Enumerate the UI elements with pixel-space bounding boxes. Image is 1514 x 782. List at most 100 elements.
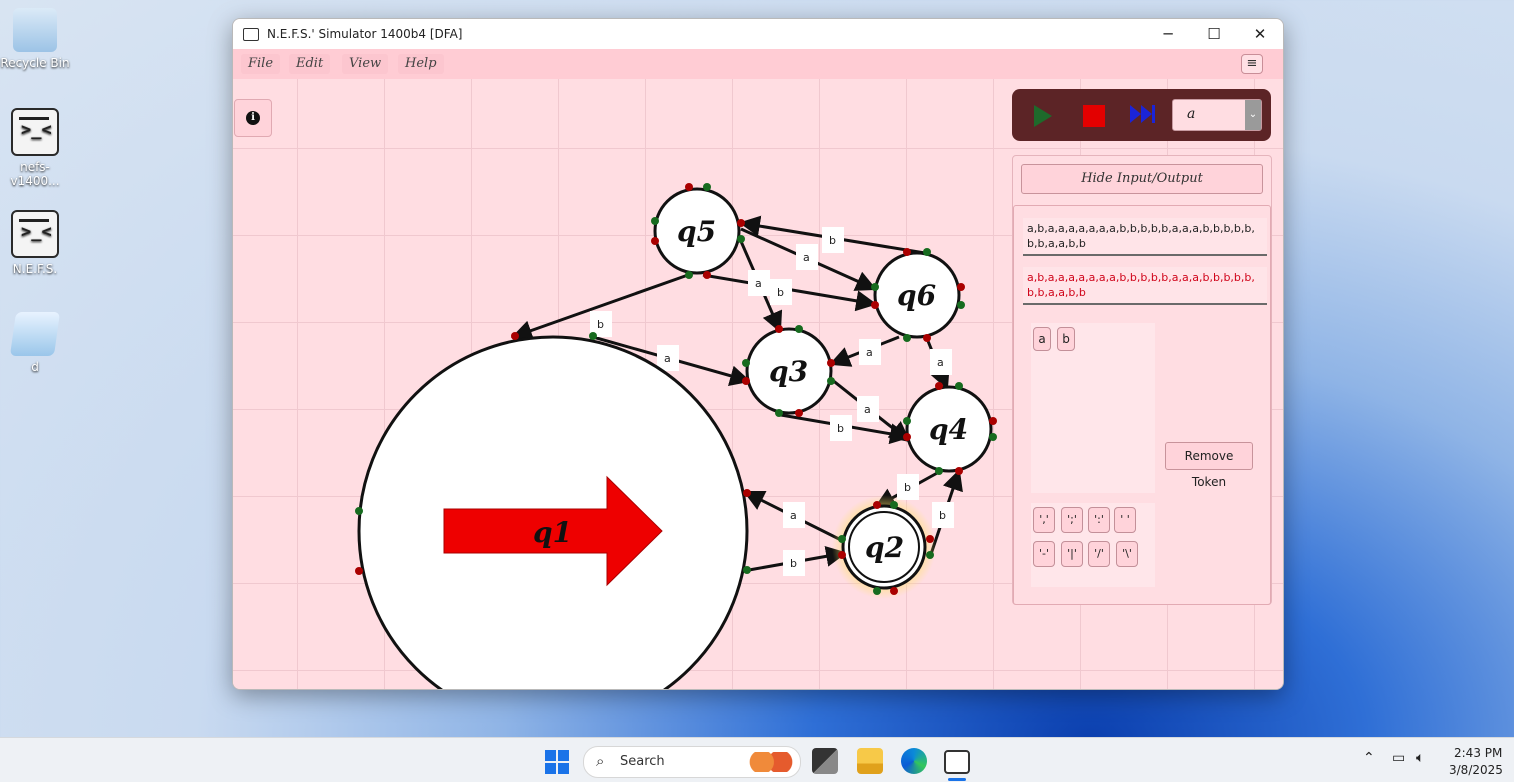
notepad-icon <box>9 312 61 356</box>
network-icon[interactable]: ▭ <box>1392 750 1406 766</box>
window-title: N.E.F.S.' Simulator 1400b4 [DFA] <box>267 27 463 41</box>
desktop-icon-label: Recycle Bin <box>0 56 70 70</box>
symbol-button[interactable]: ',' <box>1033 507 1055 533</box>
symbol-button[interactable]: ':' <box>1088 507 1110 533</box>
terminal-icon: >_< <box>11 108 59 156</box>
fast-forward-icon[interactable] <box>1130 105 1155 127</box>
nefs-app-icon[interactable] <box>944 750 970 774</box>
chevron-down-icon: ⌄ <box>1245 100 1261 130</box>
state-q2[interactable]: q2 <box>841 504 927 590</box>
clock-date[interactable]: 3/8/2025 <box>1449 763 1503 777</box>
symbol-button[interactable]: '-' <box>1033 541 1055 567</box>
desktop-icon-label: N.E.F.S. <box>12 262 58 276</box>
close-button[interactable]: ✕ <box>1253 25 1267 43</box>
token-chip[interactable]: a <box>1033 327 1051 351</box>
desktop-icon-label: d <box>31 360 39 374</box>
simulation-controls: a ⌄ <box>1012 89 1271 141</box>
desktop-icon-label: nefs-v1400... <box>10 160 60 188</box>
state-label: q3 <box>769 355 808 388</box>
state-q1[interactable]: q1 <box>357 335 749 689</box>
edge-label: a <box>790 509 797 522</box>
edge-label: a <box>937 356 944 369</box>
search-box[interactable]: ⌕ Search <box>583 746 801 778</box>
fast-forward-bar <box>1152 105 1155 123</box>
search-icon: ⌕ <box>596 752 605 770</box>
speaker-icon[interactable]: 🔈︎ <box>1416 750 1425 766</box>
info-icon: i <box>246 111 260 125</box>
active-app-indicator <box>948 778 966 781</box>
hamburger-menu-icon[interactable]: ≡ <box>1241 54 1263 74</box>
edge-browser-icon[interactable] <box>901 748 927 774</box>
symbol-button[interactable]: ';' <box>1061 507 1083 533</box>
state-label: q5 <box>677 215 716 248</box>
state-q3[interactable]: q3 <box>745 327 833 415</box>
state-q6[interactable]: q6 <box>873 251 961 339</box>
desktop-icon-notepad-file[interactable]: d <box>0 312 70 374</box>
state-label: q4 <box>929 413 968 446</box>
terminal-icon: >_< <box>11 210 59 258</box>
io-content: a,b,a,a,a,a,a,a,a,b,b,b,b,b,a,a,a,b,b,b,… <box>1013 205 1271 605</box>
simulator-window: N.E.F.S.' Simulator 1400b4 [DFA] ─ ☐ ✕ F… <box>232 18 1284 690</box>
symbol-button[interactable]: '|' <box>1061 541 1083 567</box>
automaton-diagram: b a a b b a a a a b b b a b q1 <box>355 183 997 689</box>
menu-view[interactable]: View <box>342 54 389 74</box>
output-tape: a,b,a,a,a,a,a,a,a,b,b,b,b,b,a,a,a,b,b,b,… <box>1023 267 1267 305</box>
edge-label: b <box>829 234 836 247</box>
edge-label: a <box>755 277 762 290</box>
token-list: a b <box>1031 323 1155 493</box>
edge-label: b <box>837 422 844 435</box>
start-button[interactable] <box>545 750 569 774</box>
state-label: q1 <box>533 516 572 549</box>
tray-chevron-icon[interactable]: ⌃ <box>1363 750 1375 766</box>
symbol-select-value: a <box>1187 106 1196 122</box>
minimize-button[interactable]: ─ <box>1163 25 1173 43</box>
search-placeholder: Search <box>620 754 665 769</box>
edge-label: b <box>904 481 911 494</box>
edge-label: b <box>790 557 797 570</box>
state-q5[interactable]: q5 <box>653 187 741 275</box>
edge-label: a <box>664 352 671 365</box>
desktop-icon-nefs[interactable]: >_< N.E.F.S. <box>0 210 70 276</box>
token-chip[interactable]: b <box>1057 327 1075 351</box>
hide-io-button[interactable]: Hide Input/Output <box>1021 164 1263 194</box>
recycle-bin-icon <box>13 8 57 52</box>
edge-label: b <box>597 318 604 331</box>
menu-edit[interactable]: Edit <box>289 54 331 74</box>
symbol-button[interactable]: ' ' <box>1114 507 1136 533</box>
remove-token-button[interactable]: Remove Token <box>1165 442 1253 489</box>
io-panel: Hide Input/Output a,b,a,a,a,a,a,a,a,b,b,… <box>1012 155 1272 605</box>
app-terminal-icon <box>243 27 259 41</box>
task-view-icon[interactable] <box>812 748 838 774</box>
menu-help[interactable]: Help <box>398 54 444 74</box>
state-label: q2 <box>865 531 904 564</box>
edge-label: b <box>939 509 946 522</box>
search-highlight-icon <box>748 752 794 772</box>
desktop-icon-recycle-bin[interactable]: Recycle Bin <box>0 8 70 70</box>
connection-handles <box>355 183 997 595</box>
play-icon[interactable] <box>1034 105 1052 127</box>
edge-q5-q1[interactable] <box>511 273 689 341</box>
title-bar: N.E.F.S.' Simulator 1400b4 [DFA] ─ ☐ ✕ <box>233 19 1283 49</box>
edge-label: a <box>803 251 810 264</box>
edge-labels: b a a b b a a a a b b b a b <box>590 227 954 576</box>
edge-label: a <box>864 403 871 416</box>
symbol-palette: ',' ';' ':' ' ' '-' '|' '/' '\' <box>1031 503 1155 587</box>
taskbar: ⌕ Search ⌃ ▭ 🔈︎ 2:43 PM 3/8/2025 <box>0 737 1514 782</box>
edge-label: b <box>777 286 784 299</box>
maximize-button[interactable]: ☐ <box>1207 25 1221 43</box>
symbol-button[interactable]: '\' <box>1116 541 1138 567</box>
symbol-button[interactable]: '/' <box>1088 541 1110 567</box>
symbol-select[interactable]: a ⌄ <box>1172 99 1262 131</box>
file-explorer-icon[interactable] <box>857 748 883 774</box>
start-arrow-icon <box>443 475 663 587</box>
edge-label: a <box>866 346 873 359</box>
menu-file[interactable]: File <box>241 54 281 74</box>
state-q4[interactable]: q4 <box>905 385 993 473</box>
clock-time[interactable]: 2:43 PM <box>1454 746 1503 760</box>
state-label: q6 <box>897 279 936 312</box>
input-tape[interactable]: a,b,a,a,a,a,a,a,a,b,b,b,b,b,a,a,a,b,b,b,… <box>1023 218 1267 256</box>
desktop-icon-nefs-archive[interactable]: >_< nefs-v1400... <box>0 108 70 188</box>
info-button[interactable]: i <box>234 99 272 137</box>
stop-icon[interactable] <box>1083 105 1105 127</box>
menu-bar: File Edit View Help ≡ <box>233 49 1283 80</box>
